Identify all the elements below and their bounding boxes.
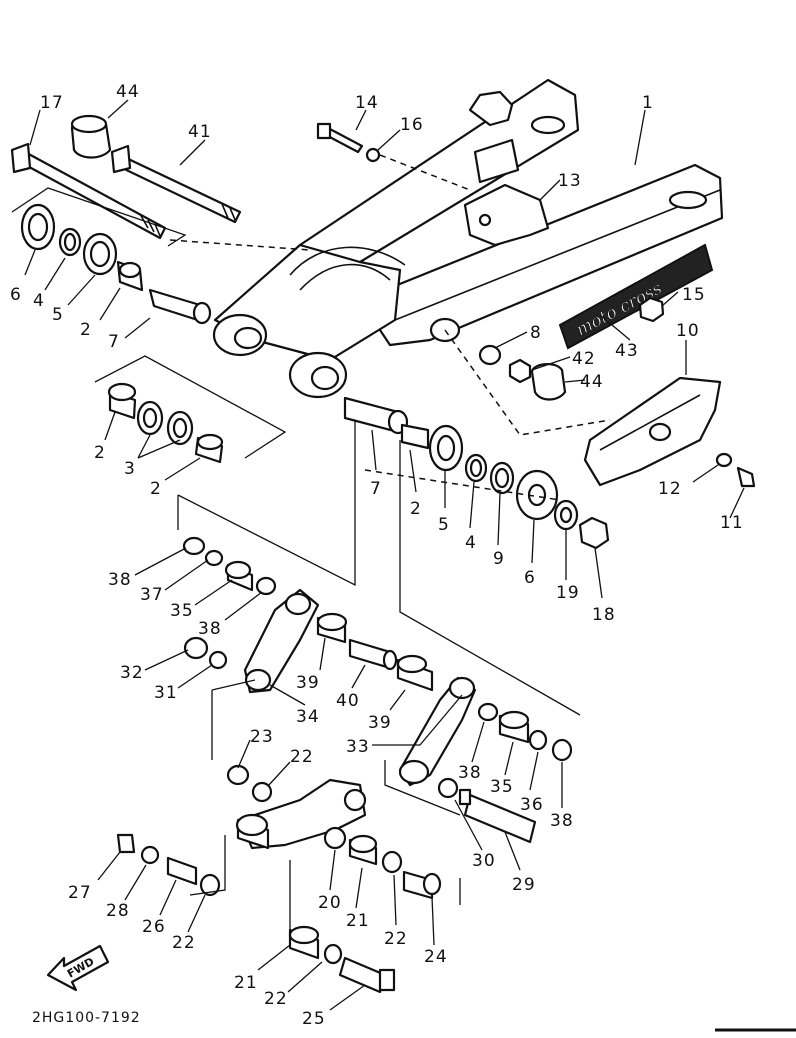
callout-22a: 22	[290, 747, 314, 767]
callout-38c: 38	[458, 763, 482, 783]
callout-11: 11	[720, 513, 744, 533]
callout-1: 1	[642, 93, 654, 113]
callout-21a: 21	[346, 911, 370, 931]
pivot-shaft	[10, 142, 167, 240]
callout-38a: 38	[108, 570, 132, 590]
callout-2d: 2	[410, 499, 422, 519]
chain-guide-hole	[478, 213, 492, 227]
relay-arm-right	[398, 676, 573, 844]
callout-22c: 22	[384, 929, 408, 949]
leader-lines	[11, 99, 745, 1011]
callout-16: 16	[400, 115, 424, 135]
pivot-cap-right	[530, 363, 567, 401]
callout-38b: 38	[198, 619, 222, 639]
callout-12: 12	[658, 479, 682, 499]
callout-9: 9	[493, 549, 505, 569]
lower-bearing-group-left	[107, 382, 224, 464]
callout-43: 43	[615, 341, 639, 361]
nut-15	[638, 296, 665, 323]
callout-17: 17	[40, 93, 64, 113]
callout-44b: 44	[580, 372, 604, 392]
callout-25: 25	[302, 1009, 326, 1029]
callout-22b: 22	[172, 933, 196, 953]
callout-18: 18	[592, 605, 616, 625]
callout-39a: 39	[296, 673, 320, 693]
callout-35b: 35	[490, 777, 514, 797]
callout-38d: 38	[550, 811, 574, 831]
callout-8: 8	[530, 323, 542, 343]
swingarm: moto cross	[212, 78, 724, 399]
callout-42: 42	[572, 349, 596, 369]
callout-29: 29	[512, 875, 536, 895]
callout-21b: 21	[234, 973, 258, 993]
callout-33: 33	[346, 737, 370, 757]
callout-2b: 2	[94, 443, 106, 463]
callout-13: 13	[558, 171, 582, 191]
callout-15: 15	[682, 285, 706, 305]
callout-3: 3	[124, 459, 136, 479]
callout-26: 26	[142, 917, 166, 937]
callout-5a: 5	[52, 305, 64, 325]
left-bearing-set	[20, 203, 212, 325]
callout-41: 41	[188, 122, 212, 142]
callout-28: 28	[106, 901, 130, 921]
washer-12	[715, 452, 733, 468]
callout-7a: 7	[108, 332, 120, 352]
callout-24: 24	[424, 947, 448, 967]
callouts: 17 44 41 14 16 1 13 15 43 8 42 44 10 12 …	[10, 82, 744, 1029]
callout-2a: 2	[80, 320, 92, 340]
collar-8	[478, 344, 502, 366]
callout-27: 27	[68, 883, 92, 903]
callout-22d: 22	[264, 989, 288, 1009]
callout-20: 20	[318, 893, 342, 913]
lower-bearing-group-right	[343, 396, 610, 550]
washer-16	[365, 147, 381, 163]
callout-34: 34	[296, 707, 320, 727]
chain-guide	[463, 183, 550, 247]
callout-30: 30	[472, 851, 496, 871]
callout-5b: 5	[438, 515, 450, 535]
callout-10: 10	[676, 321, 700, 341]
callout-14: 14	[355, 93, 379, 113]
callout-40: 40	[336, 691, 360, 711]
callout-2c: 2	[150, 479, 162, 499]
pivot-shaft-2	[110, 144, 242, 224]
lower-hardware	[116, 833, 442, 994]
callout-23: 23	[250, 727, 274, 747]
callout-39b: 39	[368, 713, 392, 733]
callout-36: 36	[520, 795, 544, 815]
connecting-rod	[226, 764, 367, 850]
callout-44: 44	[116, 82, 140, 102]
callout-7b: 7	[370, 479, 382, 499]
callout-4b: 4	[465, 533, 477, 553]
callout-6a: 6	[10, 285, 22, 305]
callout-19: 19	[556, 583, 580, 603]
callout-4a: 4	[33, 291, 45, 311]
collars-39-40	[316, 612, 434, 692]
callout-32: 32	[120, 663, 144, 683]
diagram-code: 2HG100-7192	[32, 1010, 141, 1026]
callout-6b: 6	[524, 568, 536, 588]
callout-37: 37	[140, 585, 164, 605]
callout-35a: 35	[170, 601, 194, 621]
callout-31: 31	[154, 683, 178, 703]
bolt-11	[736, 466, 756, 488]
fwd-arrow: FWD	[46, 944, 110, 992]
relay-arm-left	[182, 536, 320, 694]
nut-42	[508, 358, 532, 384]
